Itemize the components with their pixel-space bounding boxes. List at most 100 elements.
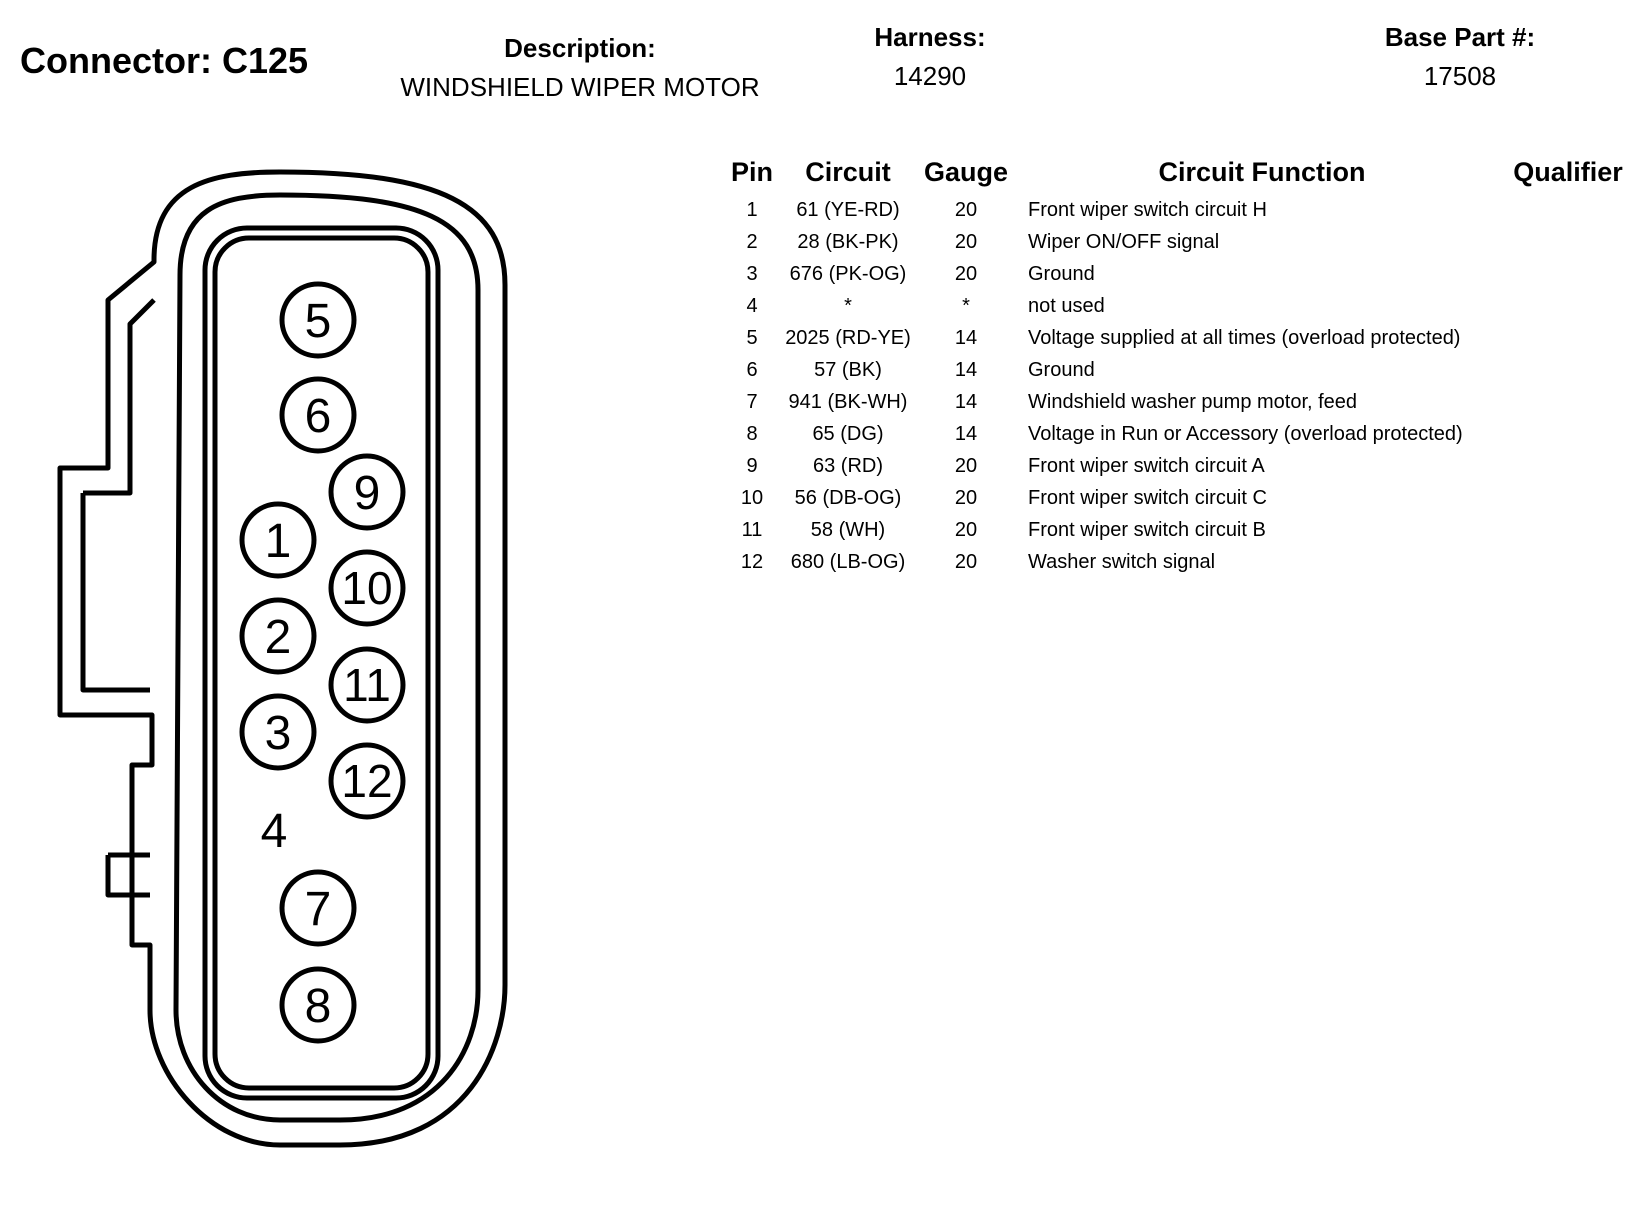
connector-cavity-outer [202,225,441,1101]
cell-circuit: 61 (YE-RD) [796,198,900,221]
pin-circle [279,281,357,359]
cell-circuit: 65 (DG) [812,422,884,445]
cell-circuit: 941 (BK-WH) [788,390,908,413]
cell-qualifier [1508,418,1628,450]
cell-gauge: 20 [954,230,978,253]
pin-11-marker: 11 [328,646,406,724]
cell-function: Voltage supplied at all times (overload … [1028,326,1461,349]
cell-qualifier [1508,258,1628,290]
cell-qualifier [1508,322,1628,354]
pin-circle [328,453,406,531]
pin-label: 10 [341,562,392,614]
cell-circuit: 56 (DB-OG) [794,486,902,509]
connector-latch-step [80,298,156,693]
cell-gauge: 14 [954,326,978,349]
cell-pin: 10 [740,486,764,509]
description-block: Description: WINDSHIELD WIPER MOTOR [380,33,780,103]
col-header-circuit: Circuit [805,157,891,187]
table-row: 1 61 (YE-RD) 20 Front wiper switch circu… [724,194,1628,226]
connector-cavity-inner [212,235,431,1091]
pin-circle [239,693,317,771]
pin-label: 12 [341,755,392,807]
cell-circuit: 58 (WH) [810,518,886,541]
pin-5-marker: 5 [279,281,357,359]
cell-function: Voltage in Run or Accessory (overload pr… [1028,422,1463,445]
pin-label: 8 [305,980,332,1033]
cell-function: Front wiper switch circuit H [1028,198,1267,221]
connector-outer-shell [57,169,508,1148]
description-label: Description: [504,33,656,63]
cell-function: Front wiper switch circuit A [1028,454,1265,477]
cell-gauge: * [962,294,970,317]
cell-pin: 5 [746,326,758,349]
cell-pin: 11 [741,518,763,541]
col-header-function: Circuit Function [1158,157,1366,187]
base-part-block: Base Part #: 17508 [1360,22,1560,92]
cell-circuit: 676 (PK-OG) [789,262,907,285]
cell-pin: 8 [746,422,758,445]
cell-circuit: 28 (BK-PK) [797,230,899,253]
cell-gauge: 20 [954,518,978,541]
cell-qualifier [1508,546,1628,578]
cell-gauge: 14 [954,422,978,445]
pin-circle [279,966,357,1044]
cell-pin: 4 [746,294,758,317]
cell-circuit: 2025 (RD-YE) [785,326,911,349]
cell-gauge: 14 [954,358,978,381]
cell-pin: 9 [746,454,758,477]
connector-lower-tab [105,852,150,898]
pin-circle [239,597,317,675]
pin-7-marker: 7 [279,869,357,947]
pin-label: 2 [265,611,292,664]
cell-gauge: 20 [954,486,978,509]
cell-function: Washer switch signal [1028,550,1216,573]
cell-function: Windshield washer pump motor, feed [1028,390,1358,413]
pin-4-label: 4 [261,805,288,858]
description-value: WINDSHIELD WIPER MOTOR [400,72,760,102]
table-row: 7 941 (BK-WH) 14 Windshield washer pump … [724,386,1628,418]
table-row: 4 * * not used [724,290,1628,322]
pinout-table: Pin Circuit Gauge Circuit Function Quali… [724,157,1628,578]
table-row: 12 680 (LB-OG) 20 Washer switch signal [724,546,1628,578]
cell-gauge: 14 [954,390,978,413]
table-header-row: Pin Circuit Gauge Circuit Function Quali… [724,157,1628,194]
table-row: 6 57 (BK) 14 Ground [724,354,1628,386]
cell-circuit: * [844,294,852,317]
cell-qualifier [1508,226,1628,258]
pin-9-marker: 9 [328,453,406,531]
cell-circuit: 57 (BK) [814,358,882,381]
pin-label: 9 [354,467,381,520]
pin-8-marker: 8 [279,966,357,1044]
table-row: 2 28 (BK-PK) 20 Wiper ON/OFF signal [724,226,1628,258]
base-part-value: 17508 [1423,61,1497,91]
pin-circle [279,376,357,454]
cell-gauge: 20 [954,198,978,221]
pin-circle [239,501,317,579]
pin-1-marker: 1 [239,501,317,579]
table-row: 10 56 (DB-OG) 20 Front wiper switch circ… [724,482,1628,514]
cell-function: not used [1028,294,1105,317]
cell-pin: 7 [746,390,758,413]
cell-gauge: 20 [954,454,978,477]
cell-function: Ground [1028,262,1095,285]
pin-circle [328,646,406,724]
pin-2-marker: 2 [239,597,317,675]
harness-block: Harness: 14290 [830,22,1030,92]
cell-qualifier [1508,386,1628,418]
pin-label: 11 [343,659,391,711]
connector-housing-outline [57,169,508,1148]
cell-pin: 6 [746,358,758,381]
table-row: 3 676 (PK-OG) 20 Ground [724,258,1628,290]
pin-label: 7 [305,883,332,936]
cell-qualifier [1508,290,1628,322]
harness-label: Harness: [874,22,986,52]
pin-6-marker: 6 [279,376,357,454]
cell-function: Wiper ON/OFF signal [1028,230,1220,253]
pin-12-marker: 12 [328,742,406,820]
col-header-qualifier: Qualifier [1513,157,1623,187]
pin-circle [328,742,406,820]
table-row: 8 65 (DG) 14 Voltage in Run or Accessory… [724,418,1628,450]
pin-circle [328,549,406,627]
